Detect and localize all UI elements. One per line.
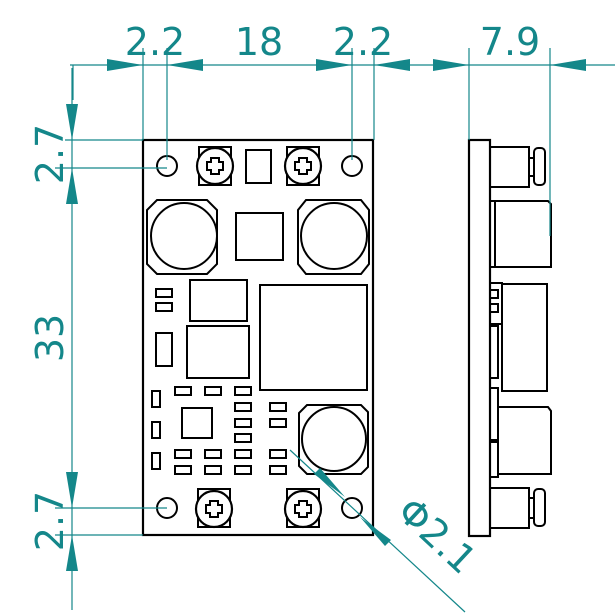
side-screw-body-bottom [489, 487, 530, 529]
arrow [374, 59, 410, 71]
smd-resistor [234, 433, 252, 443]
dim-label-hole-offset-right: 2.2 [333, 20, 393, 64]
smd-resistor [269, 418, 287, 428]
dim-label-module-height: 7.9 [480, 20, 540, 64]
inductor-top-right [297, 199, 370, 275]
inductor-bottom-right [298, 404, 369, 475]
smd-resistor [174, 465, 192, 475]
dim-label-hole-spacing-vertical: 33 [28, 314, 72, 362]
trimmer-screw-bottom-right [283, 488, 323, 529]
smd-resistor [234, 465, 252, 475]
arrow [167, 59, 203, 71]
side-pcb [467, 138, 492, 538]
side-main-inductor [501, 283, 548, 392]
trimmer-screw-top-left [195, 146, 235, 186]
smd-resistor [174, 386, 192, 396]
smd-resistor [234, 386, 252, 396]
arrow [66, 168, 78, 204]
smd-resistor [151, 390, 161, 408]
smd-resistor [151, 421, 161, 439]
dim-label-bottom-hole-vertical: 2.7 [28, 491, 72, 551]
ic-mosfet-upper [189, 279, 248, 322]
arrow [107, 59, 143, 71]
smd-resistor [155, 302, 173, 312]
component-top-center [245, 149, 272, 184]
smd-resistor [269, 465, 287, 475]
dim-label-hole-offset-left: 2.2 [125, 20, 185, 64]
ic-mosfet-lower [186, 325, 250, 379]
dim-label-top-hole-vertical: 2.7 [28, 124, 72, 184]
arrow [66, 104, 78, 140]
ic-controller [181, 407, 213, 439]
arrow [66, 472, 78, 508]
smd-resistor [269, 449, 287, 459]
smd-resistor [234, 402, 252, 412]
arrow [433, 59, 469, 71]
trimmer-screw-bottom-left [194, 488, 234, 529]
dimension-lines [55, 48, 615, 613]
side-screw-body-top [489, 146, 530, 188]
smd-resistor [151, 452, 161, 470]
side-screw-head-top [533, 147, 546, 186]
smd-resistor [204, 465, 222, 475]
pcb-outline [141, 138, 375, 537]
smd-capacitor-vertical [155, 332, 173, 367]
arrow [66, 535, 78, 571]
dim-label-hole-spacing-horizontal: 18 [235, 20, 283, 64]
main-inductor [259, 284, 368, 391]
side-view [467, 138, 552, 538]
smd-resistor [234, 449, 252, 459]
side-inductor-bottom [497, 406, 552, 475]
smd-resistor [204, 449, 222, 459]
smd-resistor [269, 402, 287, 412]
arrow [314, 468, 345, 497]
smd-resistor [174, 449, 192, 459]
smd-resistor [234, 418, 252, 428]
ic-top-center [235, 212, 284, 261]
arrow [316, 59, 352, 71]
side-inductor-top [494, 200, 552, 268]
arrow [550, 59, 586, 71]
front-view [141, 138, 375, 537]
smd-resistor [204, 386, 222, 396]
mounting-hole-bottom-right [341, 497, 363, 519]
arrow [360, 517, 391, 546]
inductor-top-left [146, 199, 218, 275]
trimmer-screw-top-right [283, 146, 323, 186]
smd-resistor [155, 288, 173, 298]
side-screw-head-bottom [533, 488, 546, 527]
